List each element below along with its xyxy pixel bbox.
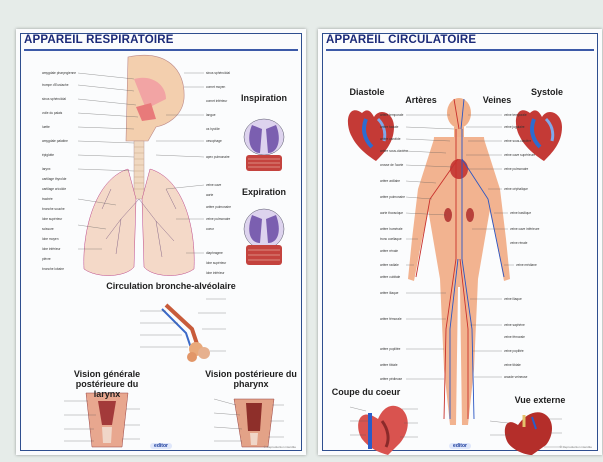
artery-label-0: artère temporale	[380, 113, 403, 117]
label-right-12: diaphragme	[206, 251, 223, 255]
larynx-title: Vision générale postérieure du larynx	[62, 369, 152, 399]
inspiration-title: Inspiration	[234, 93, 294, 103]
artery-label-4: crosse de l'aorte	[380, 163, 403, 167]
artery-label-14: artère fémorale	[380, 317, 402, 321]
systole-title: Systole	[522, 87, 572, 97]
label-left-14: lobe moyen	[42, 237, 58, 241]
label-left-13: scissure	[42, 227, 54, 231]
label-right-3: langue	[206, 113, 216, 117]
label-left-17: bronche lobaire	[42, 267, 64, 271]
vein-label-7: veine cave inférieure	[510, 227, 539, 231]
artery-label-7: aorte thoracique	[380, 211, 403, 215]
publisher-logo: editor	[150, 443, 172, 449]
vein-label-14: veine tibiale	[504, 363, 521, 367]
circulation-title: Circulation bronche-alvéolaire	[86, 281, 256, 291]
artery-label-2: artère carotide	[380, 137, 401, 141]
arteries-title: Artères	[396, 95, 446, 105]
respiratory-poster: APPAREIL RESPIRATOIRE	[16, 29, 306, 455]
vein-label-3: veine cave supérieure	[504, 153, 535, 157]
heart-external-view	[505, 412, 552, 455]
circulatory-poster: APPAREIL CIRCULATOIRE	[318, 29, 602, 455]
label-left-15: lobe inférieur	[42, 247, 60, 251]
artery-label-1: artère faciale	[380, 125, 398, 129]
label-right-4: os hyoïde	[206, 127, 220, 131]
vein-label-6: veine basilique	[510, 211, 531, 215]
label-left-2: sinus sphénoïdal	[42, 97, 66, 101]
diastole-heart	[348, 110, 394, 161]
label-right-5: oesophage	[206, 139, 222, 143]
label-right-1: cornet moyen	[206, 85, 225, 89]
label-left-9: cartilage cricoïde	[42, 187, 66, 191]
publisher-logo: editor	[449, 443, 471, 449]
larynx-diagram	[86, 393, 128, 447]
artery-label-9: tronc coeliaque	[380, 237, 402, 241]
heart-cross-section	[358, 406, 408, 455]
vein-label-5: veine céphalique	[504, 187, 528, 191]
label-left-6: épiglotte	[42, 153, 54, 157]
copyright-note: © Reproduction interdite	[560, 445, 592, 449]
artery-label-6: artère pulmonaire	[380, 195, 405, 199]
artery-label-11: artère radiale	[380, 263, 399, 267]
copyright-note: © Reproduction interdite	[264, 445, 296, 449]
label-right-9: artère pulmonaire	[206, 205, 231, 209]
vein-label-2: veine sous-clavière	[504, 139, 531, 143]
artery-label-13: artère iliaque	[380, 291, 398, 295]
label-right-10: veine pulmonaire	[206, 217, 230, 221]
heart-section-title: Coupe du coeur	[326, 387, 406, 397]
label-right-8: aorte	[206, 193, 213, 197]
label-right-0: sinus sphénoïdal	[206, 71, 230, 75]
label-left-12: lobe supérieur	[42, 217, 62, 221]
external-view-title: Vue externe	[500, 395, 580, 405]
label-left-5: amygdale palatine	[42, 139, 68, 143]
label-left-7: larynx	[42, 167, 51, 171]
diastole-title: Diastole	[342, 87, 392, 97]
label-right-2: cornet inférieur	[206, 99, 227, 103]
vein-label-0: veine temporale	[504, 113, 527, 117]
inspiration-diagram	[244, 119, 284, 171]
label-right-14: lobe inférieur	[206, 271, 224, 275]
artery-label-8: artère humérale	[380, 227, 403, 231]
alveolar-circulation-diagram	[162, 305, 210, 362]
label-left-3: voile du palais	[42, 111, 62, 115]
label-right-13: lobe supérieur	[206, 261, 226, 265]
expiration-title: Expiration	[234, 187, 294, 197]
artery-label-16: artère tibiale	[380, 363, 398, 367]
artery-label-10: artère rénale	[380, 249, 398, 253]
pharynx-diagram	[234, 399, 274, 447]
vein-label-11: veine saphène	[504, 323, 525, 327]
artery-label-12: artère cubitale	[380, 275, 400, 279]
label-right-6: apex pulmonaire	[206, 155, 230, 159]
pharynx-title: Vision postérieure du pharynx	[204, 369, 298, 389]
expiration-diagram	[244, 209, 284, 265]
artery-label-3: artère sous-clavière	[380, 149, 408, 153]
veins-title: Veines	[472, 95, 522, 105]
label-left-0: amygdale pharyngienne	[42, 71, 76, 75]
vein-label-8: veine rénale	[510, 241, 527, 245]
vein-label-12: veine fémorale	[504, 335, 525, 339]
artery-label-15: artère poplitée	[380, 347, 400, 351]
label-right-11: coeur	[206, 227, 214, 231]
label-left-1: trompe d'Eustache	[42, 83, 68, 87]
vein-label-9: veine médiane	[516, 263, 537, 267]
label-left-8: cartilage thyroïde	[42, 177, 66, 181]
artery-label-5: artère axillaire	[380, 179, 400, 183]
label-left-11: bronche souche	[42, 207, 65, 211]
label-left-16: plèvre	[42, 257, 51, 261]
vein-label-13: veine poplitée	[504, 349, 524, 353]
vein-label-1: veine jugulaire	[504, 125, 525, 129]
label-left-4: luette	[42, 125, 50, 129]
artery-label-17: artère pédieuse	[380, 377, 402, 381]
vein-label-4: veine pulmonaire	[504, 167, 528, 171]
human-body-figure	[408, 98, 510, 425]
vein-label-15: arcade veineuse	[504, 375, 527, 379]
label-right-7: veine cave	[206, 183, 221, 187]
label-left-10: trachée	[42, 197, 53, 201]
vein-label-10: veine iliaque	[504, 297, 522, 301]
